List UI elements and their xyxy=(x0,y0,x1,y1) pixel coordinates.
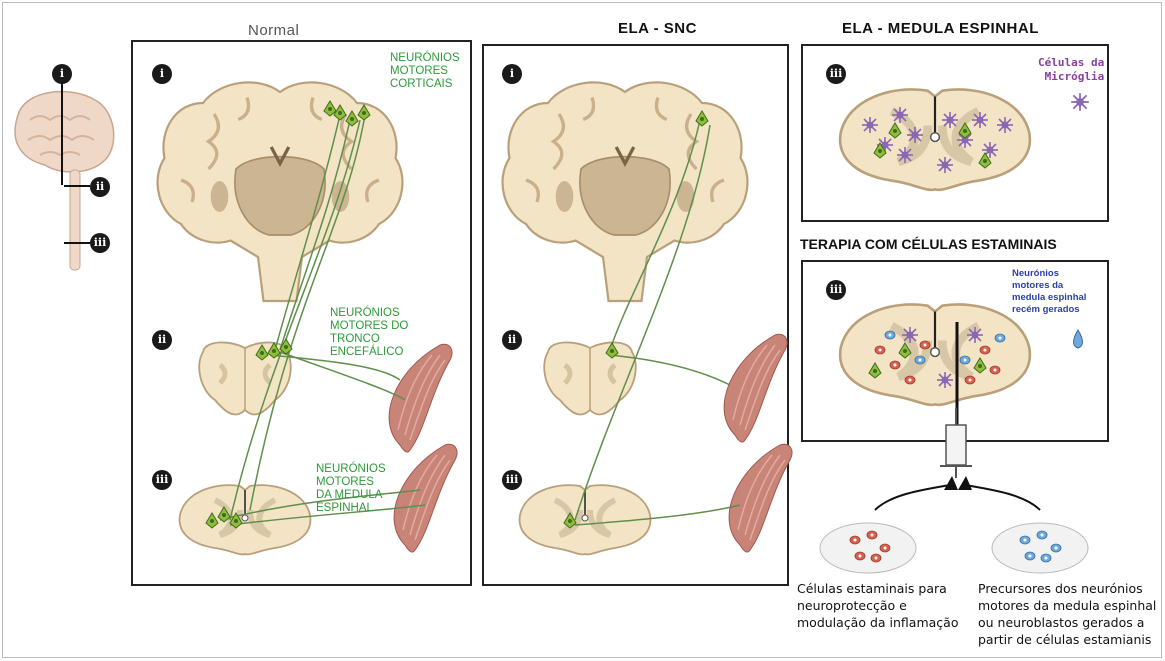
label-cortical-line3: CORTICAIS xyxy=(390,78,460,91)
dish-right xyxy=(992,523,1088,573)
label-medula-line2: MOTORES xyxy=(316,476,386,489)
label-novos-line2: motores da xyxy=(1012,280,1086,292)
label-medula-line1: NEURÓNIOS xyxy=(316,463,386,476)
ela-medula-illustration xyxy=(840,89,1089,189)
label-microglia-line2: Micróglia xyxy=(1038,70,1104,84)
marker-iii-normal: iii xyxy=(152,470,172,490)
label-cortical: NEURÓNIOS MOTORES CORTICAIS xyxy=(390,52,460,91)
label-novos-line4: recém gerados xyxy=(1012,304,1086,316)
caption-left-line1: Células estaminais para xyxy=(797,580,958,597)
marker-ii-normal: ii xyxy=(152,330,172,350)
caption-right: Precursores dos neurónios motores da med… xyxy=(978,580,1156,648)
label-novos-line3: medula espinhal xyxy=(1012,292,1086,304)
caption-left: Células estaminais para neuroprotecção e… xyxy=(797,580,958,631)
caption-right-line4: partir de células estamianis xyxy=(978,631,1156,648)
caption-right-line1: Precursores dos neurónios xyxy=(978,580,1156,597)
ela-snc-illustration xyxy=(503,82,792,554)
label-novos-line1: Neurónios xyxy=(1012,268,1086,280)
label-medula-line4: ESPINHAL xyxy=(316,502,386,515)
label-cortical-line1: NEURÓNIOS xyxy=(390,52,460,65)
label-cortical-line2: MOTORES xyxy=(390,65,460,78)
label-medula-line3: DA MEDULA xyxy=(316,489,386,502)
marker-i-overview: i xyxy=(52,64,72,84)
dish-left xyxy=(820,523,916,573)
marker-iii-medula: iii xyxy=(826,64,846,84)
caption-left-line2: neuroprotecção e xyxy=(797,597,958,614)
marker-iii-overview: iii xyxy=(90,233,110,253)
injection-arrows xyxy=(875,485,1040,510)
label-novos-neuronios: Neurónios motores da medula espinhal rec… xyxy=(1012,268,1086,316)
marker-i-normal: i xyxy=(152,64,172,84)
marker-iii-ela: iii xyxy=(502,470,522,490)
label-microglia: Células da Micróglia xyxy=(1038,56,1104,84)
label-tronco-line4: ENCEFÁLICO xyxy=(330,346,408,359)
marker-iii-terapia: iii xyxy=(826,280,846,300)
marker-ii-overview: ii xyxy=(90,177,110,197)
label-tronco: NEURÓNIOS MOTORES DO TRONCO ENCEFÁLICO xyxy=(330,307,408,359)
label-tronco-line3: TRONCO xyxy=(330,333,408,346)
syringe xyxy=(940,408,972,478)
caption-right-line3: ou neuroblastos gerados a xyxy=(978,614,1156,631)
normal-illustration xyxy=(158,82,457,554)
label-tronco-line1: NEURÓNIOS xyxy=(330,307,408,320)
caption-left-line3: modulação da inflamação xyxy=(797,614,958,631)
caption-right-line2: motores da medula espinhal xyxy=(978,597,1156,614)
label-microglia-line1: Células da xyxy=(1038,56,1104,70)
terapia-illustration xyxy=(840,304,1082,425)
marker-ii-ela: ii xyxy=(502,330,522,350)
marker-i-ela: i xyxy=(502,64,522,84)
label-medula: NEURÓNIOS MOTORES DA MEDULA ESPINHAL xyxy=(316,463,386,515)
label-tronco-line2: MOTORES DO xyxy=(330,320,408,333)
